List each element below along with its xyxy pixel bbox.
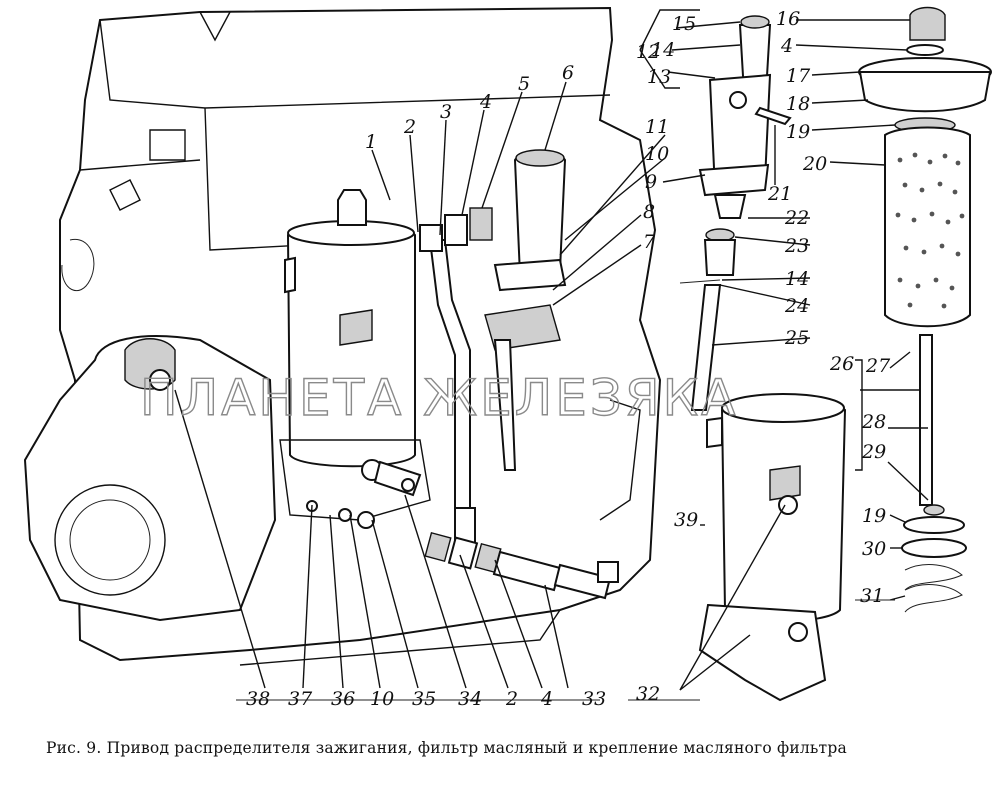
callout-32: 32	[636, 683, 660, 705]
callout-8: 8	[643, 201, 655, 223]
callout-29: 29	[861, 441, 886, 463]
callout-37: 37	[288, 688, 313, 710]
side-fittings	[373, 460, 422, 497]
watermark-text: ПЛАНЕТА ЖЕЛЕЗЯКА	[140, 369, 738, 427]
callout-28: 28	[861, 411, 886, 433]
callout-31: 31	[860, 585, 884, 607]
callout-16: 16	[776, 8, 800, 30]
callout-12: 12	[636, 41, 660, 63]
callout-2-bottom: 2	[505, 688, 518, 710]
callout-27: 27	[865, 355, 891, 377]
callout-38: 38	[246, 688, 270, 710]
callout-22: 22	[784, 207, 809, 229]
callout-18: 18	[786, 93, 810, 115]
callout-23: 23	[784, 235, 809, 257]
callout-34: 34	[458, 688, 482, 710]
distributor-drive-housing	[484, 149, 567, 471]
callout-21: 21	[767, 183, 792, 205]
filter-element-assembly	[858, 6, 992, 613]
callout-39: 39	[674, 509, 698, 531]
callout-4-top: 4	[479, 91, 492, 113]
callout-15: 15	[672, 13, 696, 35]
drive-housing-upper	[698, 15, 792, 219]
callout-10-top: 10	[645, 143, 669, 165]
figure-caption: Рис. 9. Привод распределителя зажигания,…	[46, 739, 847, 757]
callout-33: 33	[582, 688, 606, 710]
callout-20: 20	[802, 153, 827, 175]
timing-gear-cover	[23, 335, 277, 622]
callout-10-bottom: 10	[370, 688, 394, 710]
callout-24: 24	[784, 295, 809, 317]
callout-2-top: 2	[403, 116, 416, 138]
callout-14-top: 14	[651, 39, 675, 61]
union-fittings	[419, 207, 493, 252]
front-union-chain	[424, 531, 619, 600]
callout-6: 6	[562, 62, 574, 84]
callout-4-bottom: 4	[540, 688, 553, 710]
callout-26: 26	[829, 353, 854, 375]
callout-4-right: 4	[780, 35, 793, 57]
callout-11: 11	[645, 116, 669, 138]
callout-30: 30	[862, 538, 886, 560]
callout-14-mid: 14	[785, 268, 809, 290]
callout-5: 5	[518, 73, 530, 95]
callout-36: 36	[331, 688, 355, 710]
callout-3: 3	[440, 101, 452, 123]
callout-1: 1	[365, 131, 377, 153]
filter-housing-39	[698, 393, 847, 702]
callout-labels: 1 2 3 4 5 6 7 8 9 10 11 12 13 14 15 16 4…	[246, 8, 891, 710]
callout-19-top: 19	[786, 121, 810, 143]
callout-35: 35	[412, 688, 436, 710]
leader-lines	[174, 9, 929, 701]
callout-13: 13	[647, 66, 671, 88]
callout-17: 17	[786, 65, 811, 87]
callout-25: 25	[784, 327, 809, 349]
callout-7: 7	[643, 231, 656, 253]
callout-9: 9	[645, 171, 657, 193]
callout-19-bottom: 19	[862, 505, 886, 527]
drive-gear-and-shaft	[679, 228, 737, 411]
